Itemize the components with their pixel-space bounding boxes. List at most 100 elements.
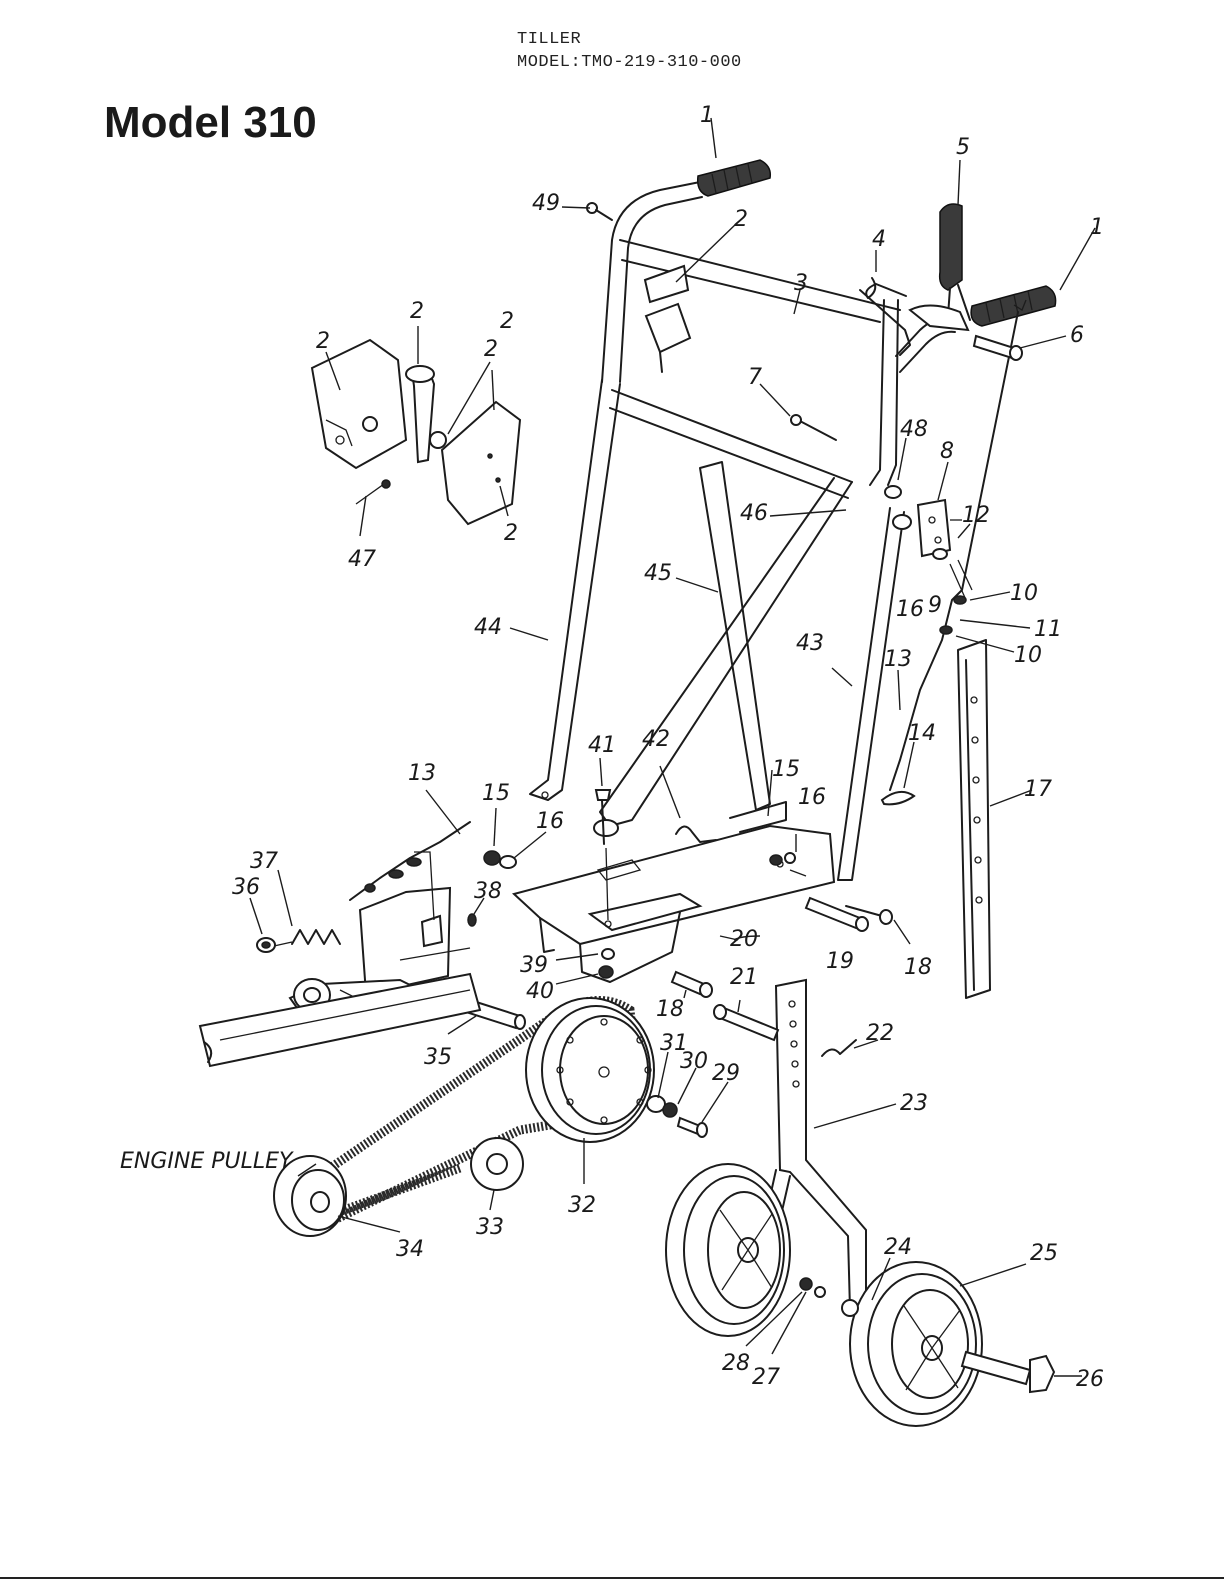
brace-bar-45 <box>699 461 771 811</box>
hair-pin-22 <box>821 1039 857 1057</box>
callout-31: 31 <box>660 1031 688 1056</box>
hair-pin-42 <box>675 825 717 843</box>
header-product: TILLER <box>517 30 582 49</box>
cable-clip <box>880 790 916 806</box>
callout-34: 34 <box>396 1237 424 1262</box>
leader-lines <box>249 117 1096 1377</box>
callout-13-upper: 13 <box>884 647 912 672</box>
front-wheel-25 <box>849 1261 983 1427</box>
idler-bracket <box>358 851 477 996</box>
callout-32: 32 <box>568 1193 596 1218</box>
callout-43: 43 <box>796 631 824 656</box>
callout-10-lower: 10 <box>1014 643 1042 668</box>
bolt-7 <box>790 414 837 441</box>
callout-28: 28 <box>722 1351 750 1376</box>
spring-37 <box>273 929 341 947</box>
upper-handle-frame <box>601 181 956 499</box>
callout-40: 40 <box>526 979 554 1004</box>
callout-26: 26 <box>1076 1367 1104 1392</box>
callout-47: 47 <box>348 547 376 572</box>
header-model-number: MODEL:TMO-219-310-000 <box>517 53 742 72</box>
page-title: Model 310 <box>104 98 317 147</box>
callout-3: 3 <box>794 271 808 296</box>
callout-2-box-left: 2 <box>316 329 330 354</box>
bolt-18-right <box>845 905 893 925</box>
callout-5: 5 <box>956 135 970 160</box>
bolt-41 <box>594 789 612 921</box>
left-handle-grip <box>696 159 772 197</box>
callout-10-upper: 10 <box>1010 581 1038 606</box>
depth-bar-17 <box>957 639 991 999</box>
callout-23: 23 <box>900 1091 928 1116</box>
nut-15-16-left <box>483 850 517 869</box>
nut-36 <box>256 937 276 953</box>
callout-17: 17 <box>1024 777 1052 802</box>
axle-bolt-26 <box>960 1350 1056 1394</box>
callout-8: 8 <box>940 439 954 464</box>
callout-42: 42 <box>642 727 670 752</box>
callout-44: 44 <box>474 615 502 640</box>
callout-18-right: 18 <box>904 955 932 980</box>
nut-15-16-right <box>769 852 807 877</box>
rear-wheel <box>665 1163 791 1337</box>
callout-11: 11 <box>1034 617 1062 642</box>
callout-2-box-bottom: 2 <box>504 521 518 546</box>
callout-7: 7 <box>748 365 762 390</box>
callout-35: 35 <box>424 1045 452 1070</box>
nut-39-40 <box>598 948 615 979</box>
callout-16-left: 16 <box>536 809 564 834</box>
right-handle-grip <box>970 285 1057 327</box>
callout-1-left-grip: 1 <box>700 103 714 128</box>
long-handle-bar-46 <box>593 477 853 837</box>
callout-24: 24 <box>884 1235 912 1260</box>
callout-19: 19 <box>826 949 854 974</box>
bolt-49 <box>586 202 613 221</box>
handle-mounted-control-box <box>643 264 692 373</box>
callout-15-left: 15 <box>482 781 510 806</box>
callout-20: 20 <box>730 927 758 952</box>
page-bottom-rule <box>0 1577 1224 1579</box>
callout-36: 36 <box>232 875 260 900</box>
callout-2-box-screw: 2 <box>500 309 514 334</box>
bolt-19 <box>804 896 869 932</box>
lower-handle-bar-44 <box>529 379 621 801</box>
callout-38: 38 <box>474 879 502 904</box>
callout-1-right-grip: 1 <box>1090 215 1104 240</box>
handle-bar-43 <box>837 507 905 881</box>
exploded-control-box <box>310 338 522 526</box>
callout-9: 9 <box>928 593 942 618</box>
callout-6: 6 <box>1070 323 1084 348</box>
callout-13-lower: 13 <box>408 761 436 786</box>
callout-16-pivot: 16 <box>896 597 924 622</box>
callout-45: 45 <box>644 561 672 586</box>
callout-2-box-right: 2 <box>484 337 498 362</box>
control-cable-upper <box>889 299 1027 791</box>
callout-4: 4 <box>872 227 886 252</box>
callout-22: 22 <box>866 1021 894 1046</box>
wheel-hardware-24-27-28 <box>799 1277 859 1317</box>
pin-21 <box>713 1004 780 1042</box>
callout-49: 49 <box>532 191 560 216</box>
engine-pulley <box>273 1155 347 1237</box>
callout-labels: 1 1 2 2 2 2 2 2 3 4 5 6 7 8 9 10 10 11 1… <box>120 103 1104 1392</box>
control-pivot-bracket <box>884 485 962 560</box>
hair-pin-4 <box>865 277 907 299</box>
pin-6 <box>972 334 1023 361</box>
callout-12: 12 <box>962 503 990 528</box>
callout-25: 25 <box>1030 1241 1058 1266</box>
callout-16-right: 16 <box>798 785 826 810</box>
tine-housing-tube <box>198 972 482 1068</box>
callout-14: 14 <box>908 721 936 746</box>
callout-30: 30 <box>680 1049 708 1074</box>
callout-39: 39 <box>520 953 548 978</box>
callout-2-handle-box: 2 <box>734 207 748 232</box>
pulley-hardware-29-31 <box>646 1095 708 1138</box>
callout-15-right: 15 <box>772 757 800 782</box>
callout-33: 33 <box>476 1215 504 1240</box>
callout-27: 27 <box>752 1365 780 1390</box>
callout-21: 21 <box>730 965 758 990</box>
callout-37: 37 <box>250 849 278 874</box>
callout-46: 46 <box>740 501 768 526</box>
control-lever-grip <box>908 203 971 332</box>
